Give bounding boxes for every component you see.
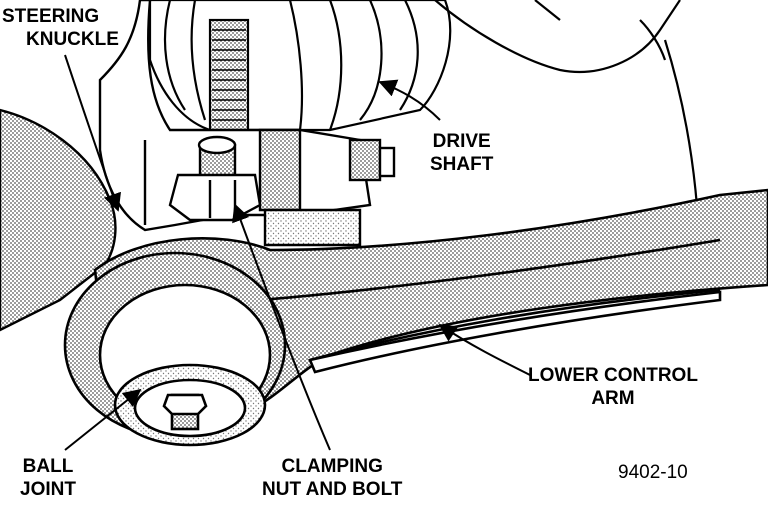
label-lower-control-arm-line1: LOWER CONTROL (528, 365, 698, 386)
label-clamping-nut-bolt-line2: NUT AND BOLT (262, 479, 403, 500)
label-lower-control-arm: LOWER CONTROL ARM (528, 364, 698, 410)
label-drive-shaft-line2: SHAFT (430, 154, 494, 175)
label-lower-control-arm-line2: ARM (591, 388, 635, 409)
label-steering-knuckle-line2: KNUCKLE (26, 29, 119, 50)
leader-lines (64, 54, 531, 451)
label-drive-shaft: DRIVE SHAFT (430, 130, 493, 176)
label-steering-knuckle-line1: STEERING (2, 6, 100, 27)
drive-shaft-boot (148, 0, 452, 132)
label-ball-joint: BALL JOINT (20, 455, 76, 501)
label-steering-knuckle: STEERING KNUCKLE (2, 5, 119, 51)
label-clamping-nut-bolt: CLAMPING NUT AND BOLT (262, 455, 402, 501)
steering-knuckle (0, 0, 396, 332)
ball-joint (63, 251, 287, 447)
label-drive-shaft-line1: DRIVE (432, 131, 491, 152)
label-ball-joint-line1: BALL (22, 456, 74, 477)
figure-number: 9402-10 (618, 462, 688, 483)
label-ball-joint-line2: JOINT (20, 479, 76, 500)
label-clamping-nut-bolt-line1: CLAMPING (281, 456, 383, 477)
